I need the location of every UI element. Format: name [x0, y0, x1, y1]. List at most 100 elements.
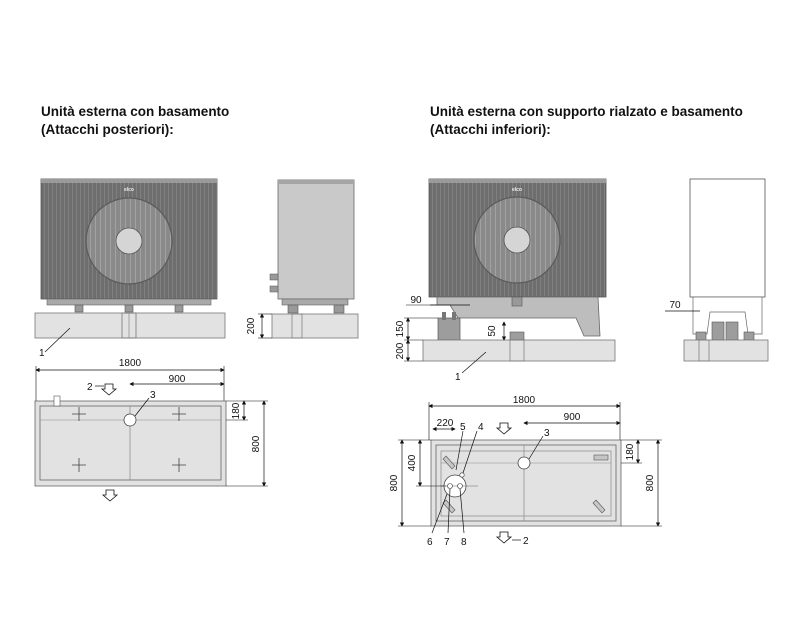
- heading-right-line2: (Attacchi inferiori):: [430, 122, 551, 137]
- side-base-right: [683, 339, 769, 362]
- right-side-view: 70: [665, 178, 769, 362]
- heading-right-line1: Unità esterna con supporto rialzato e ba…: [430, 104, 743, 119]
- connection-pipe-2: [452, 312, 456, 320]
- heading-left-line1: Unità esterna con basamento: [41, 104, 230, 119]
- top-stand-outline-right: [440, 450, 612, 517]
- top-unit-outline: [39, 405, 222, 481]
- leader-5: [455, 430, 464, 471]
- callout-1-left: 1: [39, 348, 45, 359]
- leader-4: [462, 430, 478, 474]
- side-foot-back-right: [743, 331, 755, 341]
- stand-foot-tr: [593, 454, 609, 461]
- foot-2: [124, 304, 134, 313]
- top-unit-outline-right: [435, 444, 617, 522]
- callout-3-right: 3: [544, 428, 550, 439]
- concrete-base: [34, 312, 226, 339]
- label-50-right: 50: [487, 325, 498, 337]
- brand-logo-left: elco: [124, 187, 134, 193]
- label-1800-right: 1800: [513, 395, 536, 406]
- top-connection-stub: [53, 395, 61, 407]
- callout-6: 6: [427, 537, 433, 548]
- flow-arrow-top-right: [495, 422, 513, 435]
- label-400-right: 400: [407, 454, 418, 471]
- heading-left: Unità esterna con basamento (Attacchi po…: [41, 103, 229, 139]
- concrete-base-right: [422, 339, 616, 362]
- mount-cross-1: [72, 407, 86, 421]
- fan-hub: [115, 227, 143, 255]
- pipe-4: [459, 472, 465, 478]
- side-foot-front-right: [695, 331, 707, 341]
- label-150-right: 150: [395, 320, 406, 337]
- leader-1-right: [461, 351, 487, 374]
- foot-3: [174, 304, 184, 313]
- flow-arrow-bottom-left: [101, 489, 119, 502]
- connection-block-front: [437, 317, 461, 341]
- flow-arrow-top-left: [100, 383, 118, 396]
- side-duct: [291, 313, 303, 339]
- side-foot-front: [287, 304, 299, 314]
- side-connection-lower: [269, 285, 279, 293]
- label-800-right-left: 800: [389, 474, 400, 491]
- leader-3-right: [528, 435, 544, 460]
- side-bottom-rail: [281, 298, 349, 306]
- unit-bottom-rail: [46, 298, 212, 306]
- mount-cross-2: [172, 407, 186, 421]
- label-90-right: 90: [410, 295, 422, 306]
- callout-7: 7: [444, 537, 450, 548]
- side-pipe-block-1: [711, 321, 725, 341]
- callout-8: 8: [461, 537, 467, 548]
- left-top-view: 1800 900 2 3 180 800: [34, 358, 268, 502]
- side-pipe-block-2: [725, 321, 739, 341]
- label-70-right: 70: [669, 300, 681, 311]
- right-top-view: 1800 900 220 3 4 5 6 7 8 800: [389, 395, 662, 548]
- callout-5: 5: [460, 422, 466, 433]
- unit-top-edge: [41, 179, 217, 183]
- cable-entry-3-left: [123, 413, 137, 427]
- leader-8: [459, 488, 465, 534]
- base-duct-right: [509, 339, 525, 362]
- label-180-right: 180: [625, 443, 636, 460]
- label-1800-left: 1800: [119, 358, 142, 369]
- label-200-left: 200: [246, 317, 257, 334]
- pipe-7: [447, 483, 453, 489]
- leader-7: [447, 488, 451, 534]
- callout-2-left: 2: [87, 382, 93, 393]
- leader-1: [44, 327, 71, 353]
- label-180-left: 180: [231, 402, 242, 419]
- stand-center-foot: [511, 296, 523, 307]
- side-connection-upper: [269, 273, 279, 281]
- flow-arrow-bottom-right: [495, 531, 513, 544]
- connection-pipe-1: [442, 312, 446, 320]
- pipe-8: [457, 483, 463, 489]
- brand-logo-right: elco: [512, 187, 522, 193]
- callout-2-right: 2: [523, 536, 529, 547]
- heading-right: Unità esterna con supporto rialzato e ba…: [430, 103, 743, 139]
- left-front-view: elco 1: [34, 178, 226, 359]
- stand-foot-br: [592, 499, 606, 514]
- unit-top-edge-right: [429, 179, 606, 183]
- right-front-view: elco 90 150 200 50 1: [395, 178, 616, 383]
- callout-4: 4: [478, 422, 484, 433]
- callout-3-left: 3: [150, 390, 156, 401]
- stand-foot-tl: [442, 455, 456, 470]
- left-side-view: 200: [246, 179, 359, 339]
- label-200-right: 200: [395, 342, 406, 359]
- fan-hub-right: [503, 226, 531, 254]
- label-900-right: 900: [564, 412, 581, 423]
- label-900-left: 900: [169, 374, 186, 385]
- leader-6: [431, 493, 448, 534]
- center-drain-block: [509, 331, 525, 341]
- heading-left-line2: (Attacchi posteriori):: [41, 122, 174, 137]
- callout-1-right: 1: [455, 372, 461, 383]
- leader-3-left: [134, 397, 150, 417]
- label-220-right: 220: [437, 418, 454, 429]
- cable-entry-3-right: [517, 456, 531, 470]
- side-casing-right: [689, 178, 766, 298]
- side-top-edge: [278, 180, 354, 184]
- mount-cross-4: [172, 458, 186, 472]
- side-base: [271, 313, 359, 339]
- label-800-left: 800: [251, 435, 262, 452]
- mount-cross-3: [72, 458, 86, 472]
- label-800-right-r: 800: [645, 474, 656, 491]
